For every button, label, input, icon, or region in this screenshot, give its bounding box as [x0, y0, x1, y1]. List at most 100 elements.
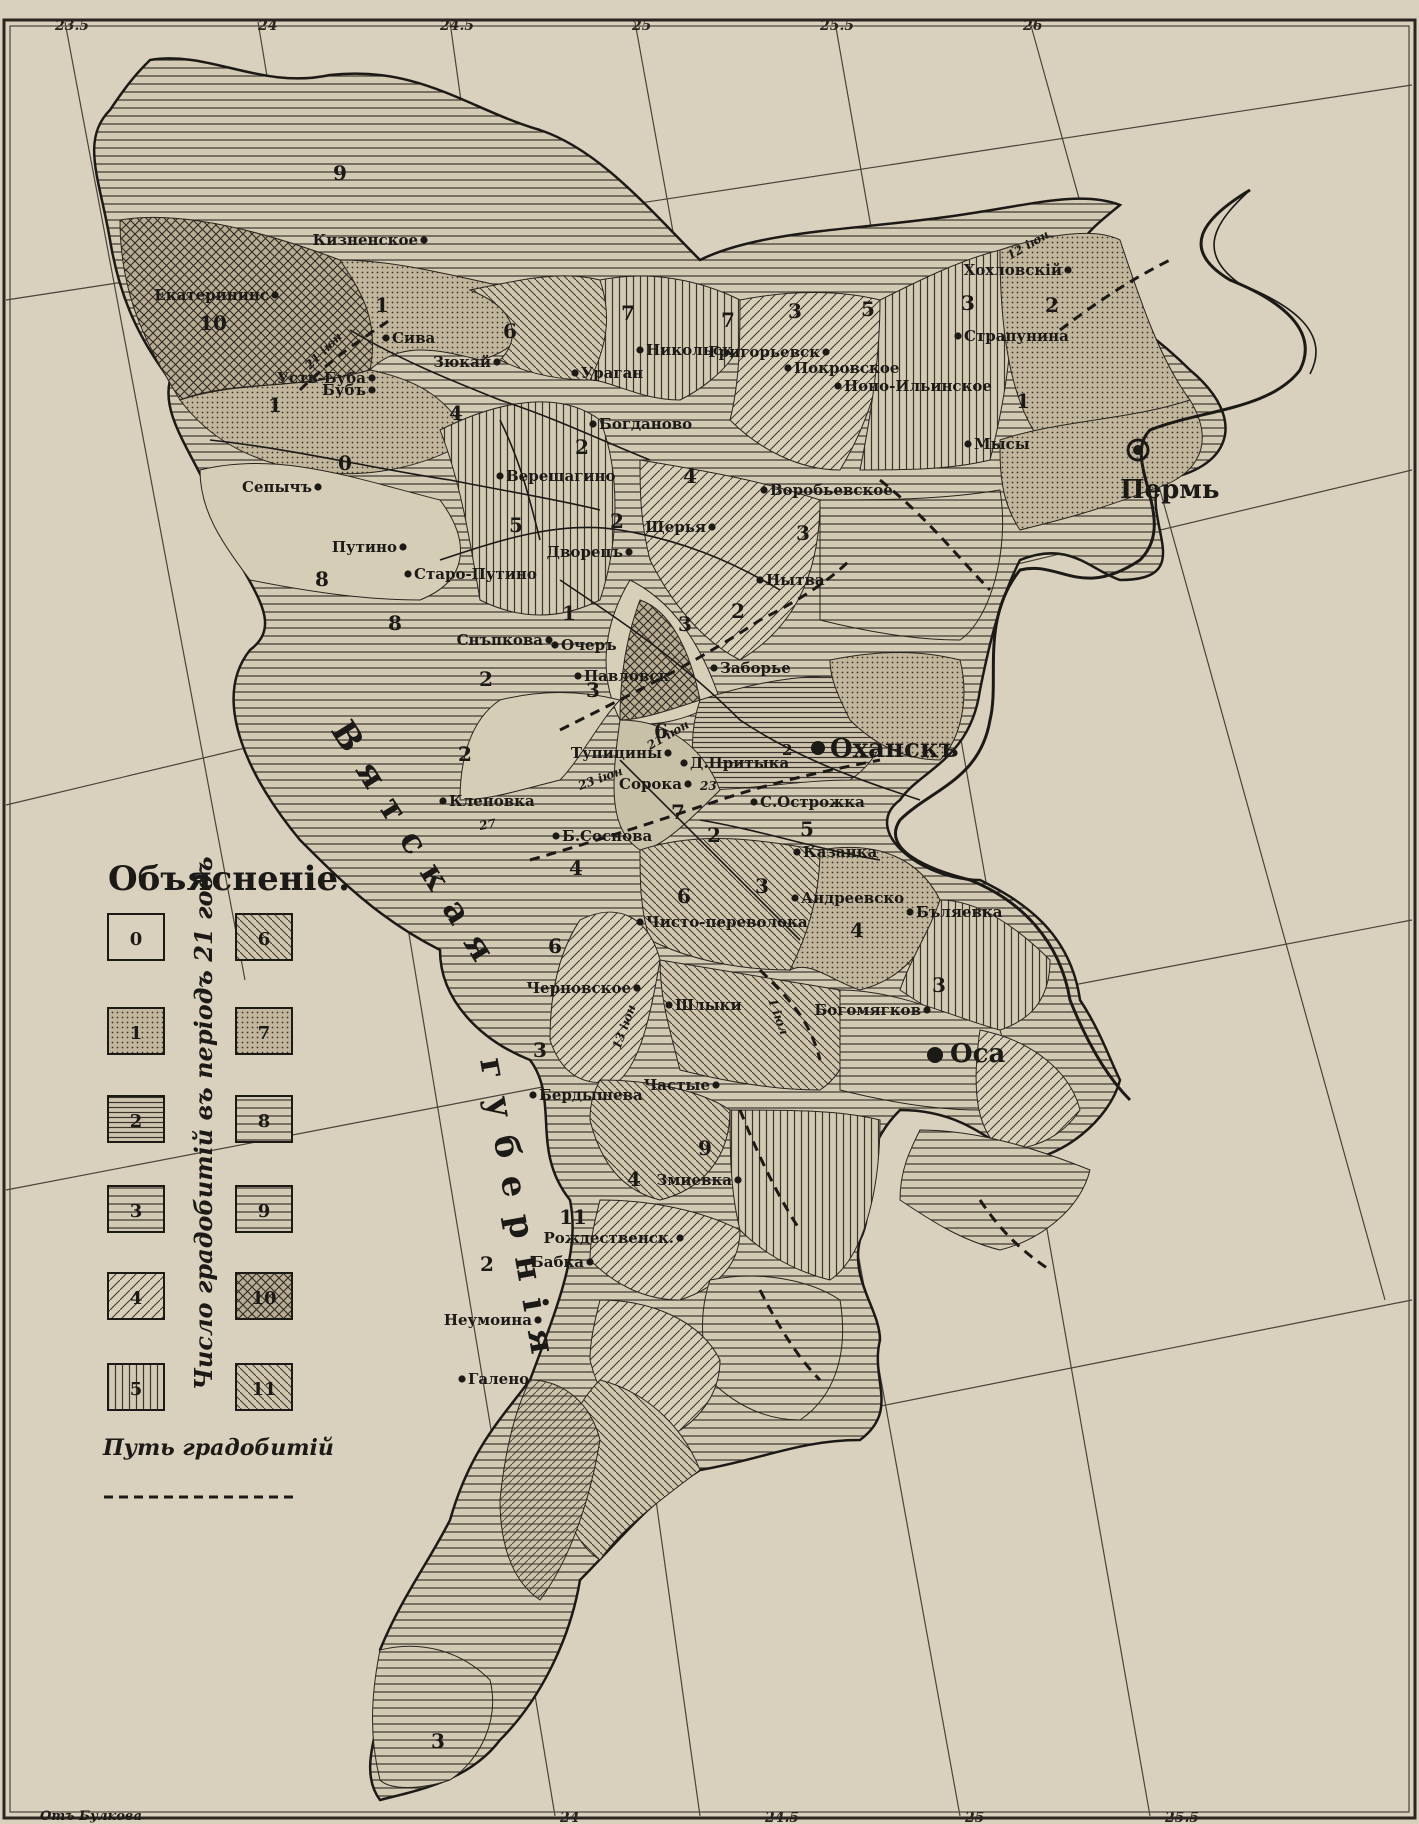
town-dot-icon	[271, 291, 279, 299]
town-label: Неумоина	[444, 1311, 532, 1329]
town-label: Усть-Буба	[277, 369, 366, 387]
osa-marker-icon	[927, 1047, 943, 1063]
legend-box-right	[235, 1363, 293, 1411]
deg-top-1: 24	[257, 18, 277, 34]
town-dot-icon	[923, 1006, 931, 1014]
region-number: 3	[678, 612, 692, 636]
town-dot-icon	[551, 641, 559, 649]
region-number: 9	[698, 1136, 712, 1160]
town-label: Тупицины	[571, 744, 662, 762]
tributaries	[209, 189, 1317, 941]
town-label: Андреевско	[801, 889, 904, 907]
region-number: 11	[559, 1205, 587, 1229]
region-number: 1	[268, 393, 282, 417]
okhansk-prefix: 2	[782, 741, 792, 759]
legend-box-label: 11	[251, 1379, 276, 1400]
town-dot-icon	[760, 486, 768, 494]
region-number: 0	[338, 451, 352, 475]
town-label: Частые	[644, 1076, 710, 1094]
town-label: Сива	[392, 329, 435, 347]
region-number: 1	[1016, 389, 1030, 413]
town-dot-icon	[574, 672, 582, 680]
top-degree-labels: 23.5 24 24.5 25 25.5 26	[54, 18, 1043, 34]
town-dot-icon	[633, 984, 641, 992]
region-number: 1	[562, 601, 576, 625]
legend-path-label: Путь градобитій	[102, 1435, 334, 1461]
engraver-signature: Отъ Булкова	[40, 1809, 142, 1824]
town-dot-icon	[458, 1375, 466, 1383]
region-number: 2	[575, 435, 589, 459]
town-label: Б.Соснова	[562, 827, 653, 845]
town-label: Бъляевка	[916, 903, 1003, 921]
town-dot-icon	[382, 334, 390, 342]
town-label: Щерья	[645, 518, 706, 536]
legend-box-label: 3	[130, 1201, 143, 1222]
deg-top-4: 25.5	[819, 18, 854, 34]
legend-box-label: 4	[130, 1288, 143, 1309]
town-dot-icon	[834, 382, 842, 390]
map-frame-inner	[9, 25, 1410, 1813]
town-dot-icon	[964, 440, 972, 448]
region-number: 7	[721, 308, 735, 332]
legend-box-label: 6	[258, 929, 271, 950]
deg-top-2: 24.5	[439, 18, 474, 34]
kama-river	[893, 188, 1307, 1102]
legend-box-label: 8	[258, 1111, 271, 1132]
perm-marker-dot-icon	[1133, 445, 1143, 455]
town-dot-icon	[954, 332, 962, 340]
town-label: Заборье	[720, 659, 791, 677]
town-dot-icon	[399, 543, 407, 551]
map-frame	[2, 18, 1417, 1820]
legend-box-right	[235, 1272, 293, 1320]
region-number: 3	[788, 299, 802, 323]
town-label: Богомягков	[814, 1001, 921, 1019]
okhansk-marker-icon	[811, 741, 825, 755]
town-dot-icon	[710, 664, 718, 672]
legend-box-left	[107, 1185, 165, 1233]
town-label: Шлыки	[675, 996, 742, 1014]
region-number: 9	[333, 161, 347, 185]
legend-box-left	[107, 913, 165, 961]
town-dot-icon	[676, 1234, 684, 1242]
town-label: Змиевка	[657, 1171, 733, 1189]
town-dot-icon	[420, 236, 428, 244]
town-label: Бубъ	[322, 381, 366, 399]
town-dot-icon	[750, 798, 758, 806]
towns: КизненскоеЕкатерининсСиваЗюкайУсть-БубаБ…	[154, 231, 1072, 1388]
region-number: 8	[388, 611, 402, 635]
deg-top-0: 23.5	[54, 18, 89, 34]
legend-box-right	[235, 1185, 293, 1233]
region-number: 5	[861, 297, 875, 321]
region-number: 2	[731, 599, 745, 623]
town-label: Кленовка	[449, 792, 535, 810]
town-dot-icon	[664, 749, 672, 757]
region-number: 4	[683, 464, 697, 488]
town-label: Страпунина	[964, 327, 1069, 345]
town-label: Бердышева	[539, 1086, 643, 1104]
town-label: С.Острожка	[760, 793, 865, 811]
perm-marker-icon	[1126, 438, 1150, 462]
town-dot-icon	[1064, 266, 1072, 274]
town-label: Кизненское	[313, 231, 418, 249]
legend-box-right	[235, 1007, 293, 1055]
region-number: 6	[677, 884, 691, 908]
town-label: Снъпкова	[457, 631, 544, 649]
region-number: 3	[533, 1038, 547, 1062]
region-number: 6	[548, 934, 562, 958]
town-dot-icon	[906, 908, 914, 916]
deg-bottom-2: 25	[964, 1810, 984, 1824]
storm-paths	[298, 258, 1171, 1382]
city-osa: Оса	[950, 1039, 1005, 1069]
region-number: 5	[509, 513, 523, 537]
town-dot-icon	[368, 386, 376, 394]
town-label: Нопо-Ильинское	[844, 377, 992, 395]
legend-box-label: 2	[130, 1111, 143, 1132]
region-number: 6	[503, 319, 517, 343]
legend-box-label: 9	[258, 1201, 271, 1222]
town-dot-icon	[586, 1258, 594, 1266]
storm-date-label: 23	[699, 779, 717, 793]
town-dot-icon	[756, 576, 764, 584]
deg-top-3: 25	[631, 18, 651, 34]
town-dot-icon	[636, 918, 644, 926]
